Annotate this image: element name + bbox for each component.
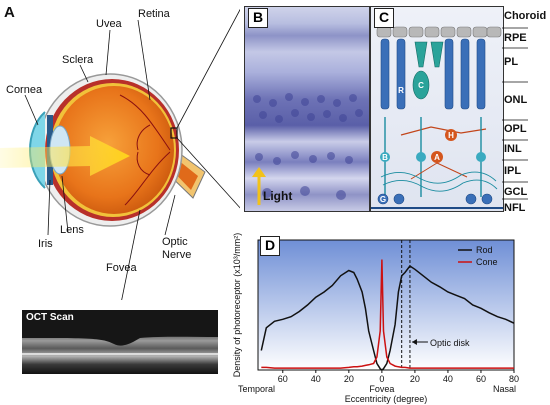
x-end-label-fovea: Fovea — [369, 384, 394, 394]
series-line-cone — [261, 259, 514, 369]
label-lens: Lens — [60, 224, 84, 236]
x-tick-label-3: 0 — [379, 374, 384, 384]
layer-gcl: GCL — [504, 186, 528, 198]
panel-c-letter: C — [374, 8, 394, 28]
layer-dividers — [502, 27, 528, 200]
label-optic-nerve-1: Optic — [162, 236, 188, 248]
layer-opl: OPL — [504, 123, 527, 135]
histology-image: Light — [244, 6, 370, 212]
rod-letter: R — [398, 86, 404, 95]
bipolar-letter: B — [382, 153, 388, 162]
label-iris: Iris — [38, 238, 53, 250]
oct-scan-image: OCT Scan — [22, 310, 218, 374]
oct-scan-label: OCT Scan — [26, 312, 74, 323]
label-sclera: Sclera — [62, 54, 94, 66]
amacrine-letter: A — [434, 153, 440, 162]
x-tick-label-1: 40 — [311, 374, 321, 384]
legend-label-rod: Rod — [476, 245, 493, 255]
cone-letter: C — [418, 81, 424, 90]
x-axis-label: Eccentricity (degree) — [345, 394, 428, 404]
x-tick-label-7: 80 — [509, 374, 519, 384]
x-tick-label-0: 60 — [278, 374, 288, 384]
optic-disk-label: Optic disk — [430, 338, 470, 348]
y-axis-label: Density of photoreceptor (x10³/mm²) — [232, 233, 242, 378]
label-optic-nerve-2: Nerve — [162, 249, 192, 261]
label-cornea: Cornea — [6, 84, 43, 96]
layer-ipl: IPL — [504, 165, 522, 177]
ganglion-letter: G — [380, 195, 386, 204]
x-end-label-temporal: Temporal — [238, 384, 275, 394]
legend-label-cone: Cone — [476, 257, 498, 267]
panel-d-letter: D — [260, 236, 280, 256]
label-fovea: Fovea — [106, 262, 137, 274]
layer-choroid: Choroid — [504, 10, 547, 22]
horizontal-letter: H — [448, 131, 454, 140]
layer-rpe: RPE — [504, 32, 527, 44]
x-tick-label-4: 20 — [410, 374, 420, 384]
panel-b-letter: B — [248, 8, 268, 28]
eye-diagram — [0, 8, 240, 300]
label-uvea: Uvea — [96, 18, 122, 30]
series-line-rod — [260, 264, 515, 371]
x-tick-label-2: 20 — [344, 374, 354, 384]
panel-a-letter: A — [4, 4, 15, 21]
light-arrow-icon — [252, 167, 266, 205]
x-tick-label-6: 60 — [476, 374, 486, 384]
layer-onl: ONL — [504, 94, 528, 106]
layer-inl: INL — [504, 143, 522, 155]
light-beam-icon — [0, 136, 130, 176]
x-end-label-nasal: Nasal — [493, 384, 516, 394]
label-retina: Retina — [138, 8, 170, 20]
light-label: Light — [263, 189, 293, 203]
layer-nfl: NFL — [504, 202, 526, 214]
layer-pl: PL — [504, 56, 519, 68]
optic-disk-arrowhead — [411, 339, 417, 345]
retina-circuit-diagram: R C H A B G — [370, 6, 504, 212]
x-tick-label-5: 40 — [443, 374, 453, 384]
